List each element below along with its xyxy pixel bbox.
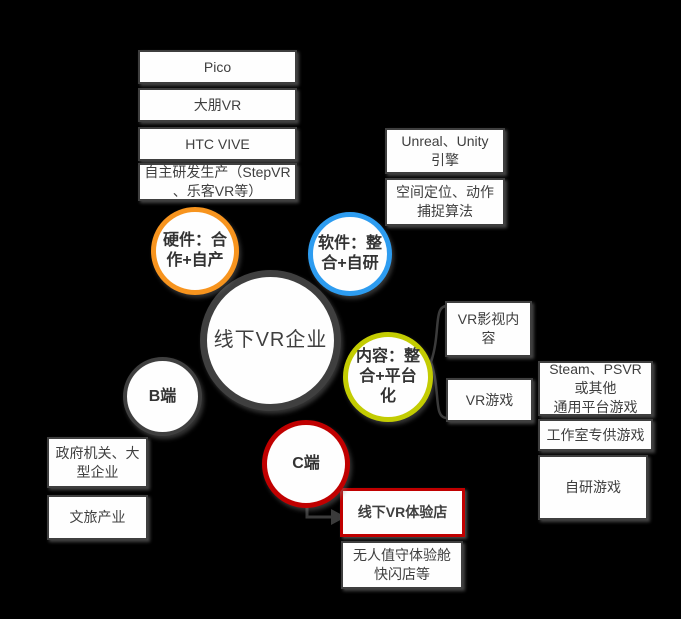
box-self-developed-games: 自研游戏: [538, 455, 648, 520]
box-spatial-tracking-algorithms: 空间定位、动作 捕捉算法: [385, 178, 505, 226]
box-htc-vive: HTC VIVE: [138, 127, 297, 161]
box-offline-vr-experience-store: 线下VR体验店: [340, 488, 465, 537]
box-unreal-unity-engine: Unreal、Unity 引擎: [385, 128, 505, 174]
circle-b-side: B端: [123, 357, 202, 436]
circle-c-side: C端: [262, 420, 350, 508]
circle-software: 软件：整 合+自研: [308, 212, 392, 296]
box-culture-tourism-industry: 文旅产业: [47, 495, 148, 540]
box-steam-psvr-platform-games: Steam、PSVR 或其他 通用平台游戏: [538, 361, 653, 416]
box-dapeng-vr: 大朋VR: [138, 88, 297, 122]
box-government-large-enterprises: 政府机关、大 型企业: [47, 437, 148, 488]
circle-central-offline-vr-enterprise: 线下VR企业: [200, 270, 341, 411]
box-self-developed-production: 自主研发生产（StepVR 、乐客VR等）: [138, 163, 297, 201]
box-pico: Pico: [138, 50, 297, 84]
box-studio-exclusive-games: 工作室专供游戏: [538, 419, 653, 451]
circle-content: 内容：整 合+平台 化: [343, 332, 433, 422]
circle-hardware: 硬件：合 作+自产: [151, 207, 239, 295]
box-vr-games: VR游戏: [446, 378, 533, 422]
box-unmanned-popup-stores: 无人值守体验舱 快闪店等: [341, 541, 463, 589]
box-vr-film-content: VR影视内 容: [445, 301, 532, 357]
